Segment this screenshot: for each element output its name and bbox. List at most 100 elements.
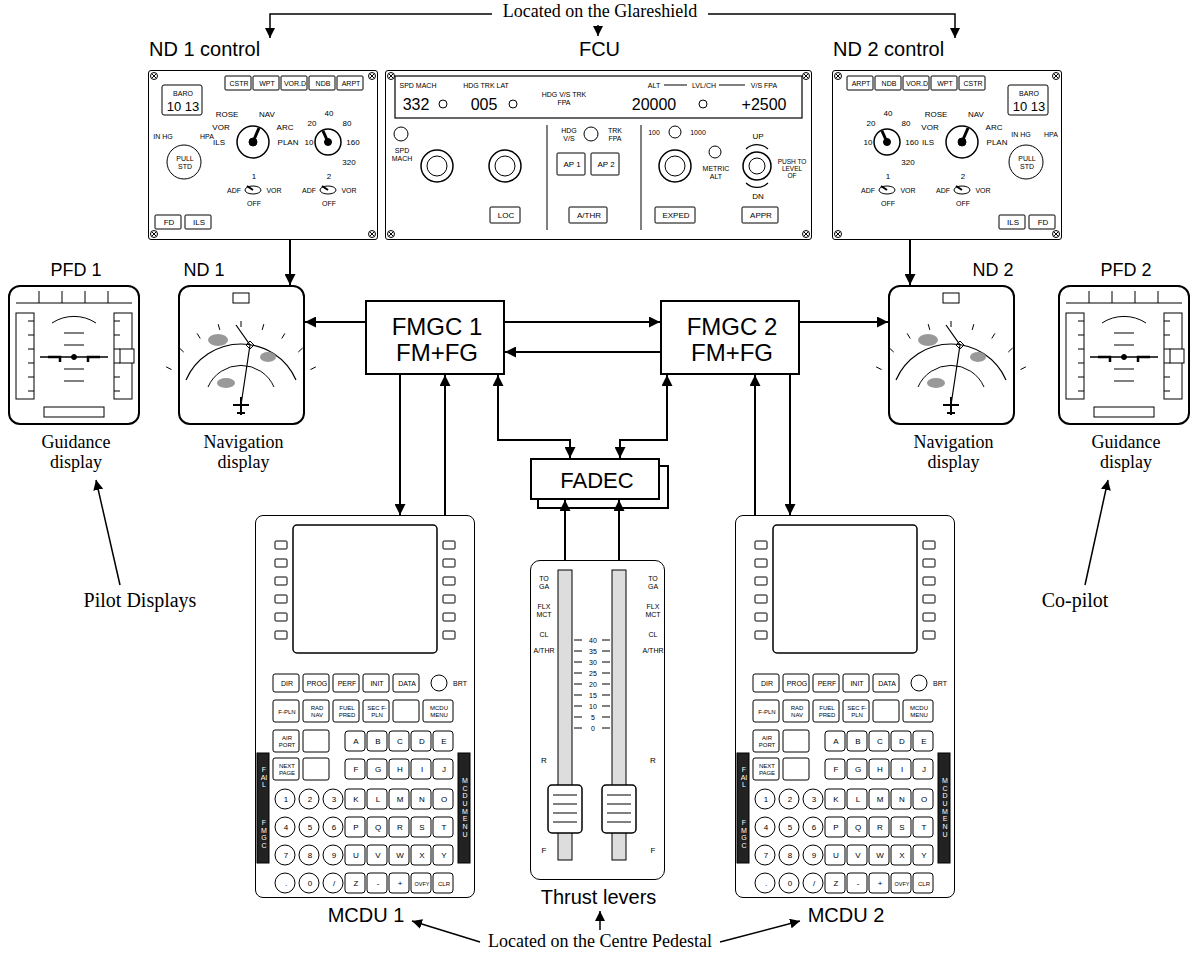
key-label: P xyxy=(353,824,358,833)
mcdu-key xyxy=(891,731,911,751)
mcdu-key xyxy=(367,873,387,893)
mcdu-key xyxy=(803,817,823,837)
aircraft-symbol xyxy=(943,397,959,415)
leader-arrow xyxy=(1085,480,1108,585)
range-arc xyxy=(918,365,984,387)
panel-label: 10 xyxy=(864,139,873,148)
compass-tick xyxy=(282,333,285,338)
aircraft-symbol xyxy=(233,397,249,415)
panel-label: VOR xyxy=(266,187,281,195)
panel-label: BARO xyxy=(173,90,193,98)
waypoint-symbol xyxy=(246,341,254,349)
heading-scale xyxy=(1094,407,1154,417)
key-label: 1 xyxy=(764,796,768,805)
line-select-key xyxy=(275,541,287,549)
compass-tick xyxy=(262,324,264,330)
panel-label: 10 xyxy=(589,703,597,711)
key-label: 2 xyxy=(308,796,312,805)
pitch-line xyxy=(64,333,84,334)
mcdu-key xyxy=(333,700,359,722)
key-label: 1 xyxy=(284,796,288,805)
connector-arrow xyxy=(564,500,566,560)
mcdu-unit: MCDU 2DIRPROGPERFINITDATABRTF-PLNRAD NAV… xyxy=(735,515,955,898)
panel-label: 2 xyxy=(961,173,965,182)
scale-tick xyxy=(574,728,582,729)
panel-label: HDG V/S xyxy=(557,127,581,142)
mcdu-key xyxy=(367,759,387,779)
panel-label: CL xyxy=(540,631,549,639)
key-label: BRT xyxy=(453,680,467,688)
panel-label: Navigation display xyxy=(184,433,304,473)
panel-label: HPA xyxy=(1044,131,1058,139)
key-label: 5 xyxy=(788,824,792,833)
baro-window xyxy=(1008,85,1048,115)
connector-arrow xyxy=(289,240,291,285)
unit-title: ND 1 xyxy=(183,261,224,281)
panel-label: DN xyxy=(752,193,764,202)
scale-tick xyxy=(602,684,610,685)
connector-arrow xyxy=(399,375,401,515)
weather-echo xyxy=(217,378,235,388)
mcdu-key xyxy=(345,873,365,893)
key-label: K xyxy=(833,796,838,805)
line-select-key xyxy=(923,559,935,567)
key-label: FAIL xyxy=(261,766,268,789)
line-select-key xyxy=(443,631,455,639)
panel-label: IN HG xyxy=(1011,131,1030,139)
mcdu-key xyxy=(753,700,779,722)
key-label: SEC F-PLN xyxy=(845,705,869,718)
speed-tape xyxy=(16,313,34,399)
line-select-key xyxy=(923,631,935,639)
fma-line xyxy=(1158,291,1159,303)
panel-label: 40 xyxy=(589,637,597,645)
panel-screw xyxy=(389,232,393,236)
key-label: / xyxy=(813,880,815,889)
tape-tick xyxy=(28,377,34,378)
key-label: H xyxy=(877,766,883,775)
selector-switch xyxy=(954,186,970,194)
panel-label: PUSH TO LEVEL OF xyxy=(777,158,807,179)
tape-tick xyxy=(28,335,34,336)
mcdu-key xyxy=(913,759,933,779)
line-select-key xyxy=(275,595,287,603)
mcdu-key xyxy=(323,873,343,893)
mcdu-key xyxy=(803,845,823,865)
heading-knob xyxy=(495,156,515,176)
key-label: INIT xyxy=(850,680,863,688)
key-label: PROG xyxy=(787,680,808,688)
key-label: U xyxy=(833,852,839,861)
mcdu-key xyxy=(303,758,329,780)
panel-label: R xyxy=(650,757,656,766)
baro-knob xyxy=(1009,145,1043,179)
compass-tick xyxy=(310,367,315,370)
panel-label: F xyxy=(651,847,656,856)
compass-tick xyxy=(928,324,930,330)
key-label: DIR xyxy=(761,680,773,688)
line-select-key xyxy=(755,595,767,603)
pitch-line xyxy=(64,345,84,346)
callout-label: Pilot Displays xyxy=(84,589,197,611)
knob-pointer xyxy=(962,128,968,142)
mcdu-key xyxy=(779,873,799,893)
key-label: DATA xyxy=(878,680,896,688)
key-label: PERF xyxy=(818,680,837,688)
mcdu-key xyxy=(913,845,933,865)
key-label: Z xyxy=(354,880,359,889)
mcdu-key xyxy=(299,789,319,809)
weather-echo xyxy=(260,352,276,362)
key-label: AIR PORT xyxy=(275,735,299,748)
panel-label: VOR.D xyxy=(906,80,928,88)
key-label: J xyxy=(922,766,926,775)
key-label: FUEL PRED xyxy=(335,705,359,718)
mcdu-key xyxy=(411,873,431,893)
panel-label: A/THR xyxy=(643,647,664,655)
altitude-readout xyxy=(1170,349,1184,363)
key-label: 6 xyxy=(332,824,336,833)
mcdu-key xyxy=(363,700,389,722)
panel-label: ADF xyxy=(936,187,950,195)
pitch-line xyxy=(1114,333,1134,334)
key-label: O xyxy=(441,796,447,805)
key-label: B xyxy=(375,738,380,747)
key-label: G xyxy=(855,766,861,775)
fma-line xyxy=(1112,291,1113,303)
